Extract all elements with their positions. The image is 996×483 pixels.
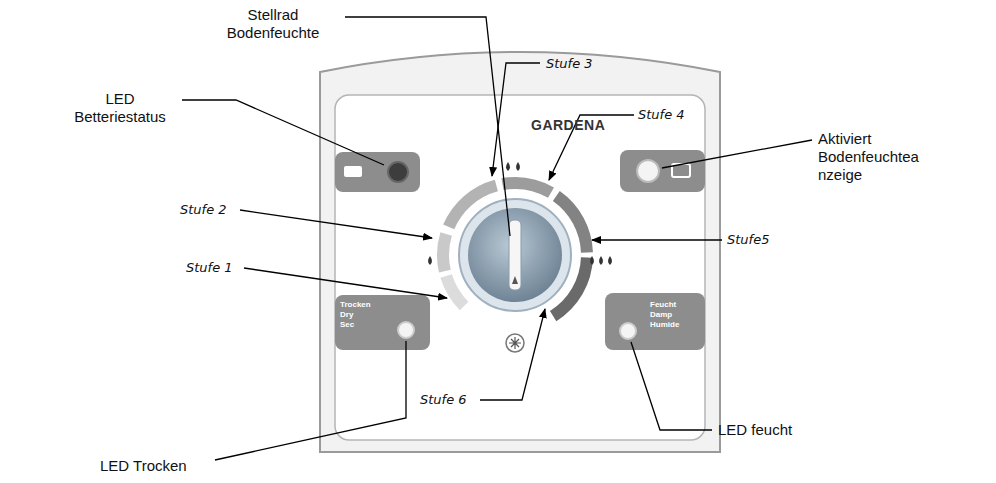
level-ring xyxy=(443,183,587,316)
panel-text: Feucht xyxy=(650,300,676,309)
panel-text: Trocken xyxy=(340,300,371,309)
battery-icon xyxy=(344,166,362,177)
panel-text: Humide xyxy=(650,320,679,329)
level-label: Stufe 2 xyxy=(180,201,227,219)
level-label: Stufe5 xyxy=(727,231,769,249)
wet-panel xyxy=(605,293,705,350)
wet-led xyxy=(620,323,636,339)
panel-text: Sec xyxy=(340,320,354,329)
face xyxy=(335,95,705,440)
housing xyxy=(320,52,720,452)
level-segment xyxy=(502,183,551,193)
level-label: Stufe 3 xyxy=(546,55,593,73)
battery-led xyxy=(388,162,408,182)
drops xyxy=(428,162,612,265)
frost-symbol xyxy=(506,334,524,352)
panel-text: Dry xyxy=(340,310,353,319)
panel-text: Damp xyxy=(650,310,672,319)
snowflake xyxy=(509,337,521,349)
display-button xyxy=(637,160,659,182)
brand-name: GARDENA xyxy=(531,116,605,134)
battery-panel xyxy=(335,152,420,192)
dry-led xyxy=(398,322,414,338)
level-label: Stufe 4 xyxy=(638,106,685,124)
knob-grip xyxy=(509,220,521,290)
part-label: LED Betteriestatus xyxy=(58,90,182,126)
knob xyxy=(468,208,562,302)
part-label: Aktiviert Bodenfeuchtea nzeige xyxy=(818,130,940,184)
display-panel xyxy=(620,150,705,192)
part-label: Stellrad Bodenfeuchte xyxy=(208,6,338,42)
level-segment xyxy=(446,276,464,306)
part-label: LED Trocken xyxy=(100,457,187,475)
level-label: Stufe 1 xyxy=(186,259,233,277)
knob-ring xyxy=(459,199,571,311)
level-segment xyxy=(443,234,446,271)
knob-pointer xyxy=(512,276,518,284)
leader-lines xyxy=(182,17,812,460)
dry-panel xyxy=(335,295,430,350)
level-label: Stufe 6 xyxy=(420,391,467,409)
part-label: LED feucht xyxy=(718,421,792,439)
